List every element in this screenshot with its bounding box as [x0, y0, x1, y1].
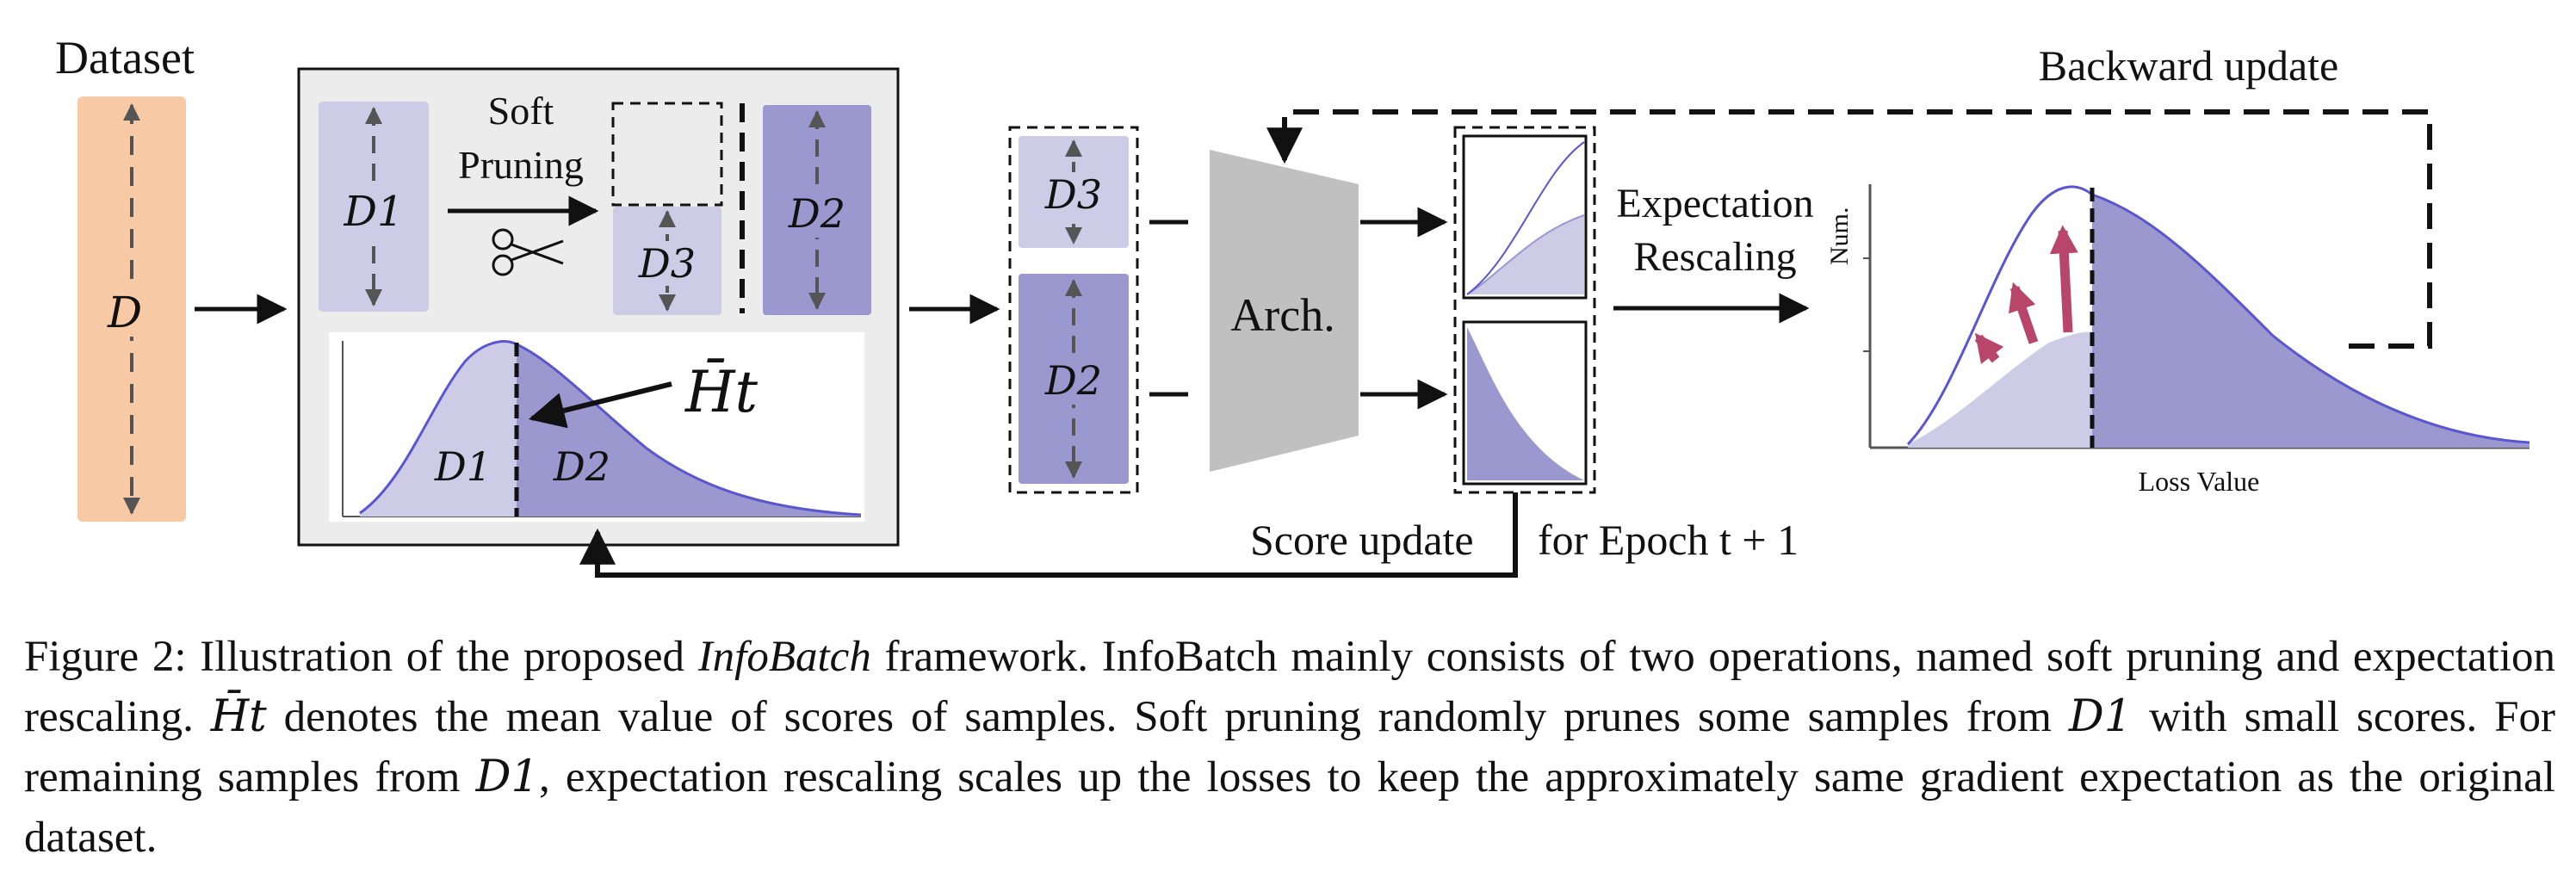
epoch-label: for Epoch t + 1	[1538, 516, 1799, 564]
caption-d1-symbol: D1	[2068, 691, 2133, 742]
score-update-arrow	[579, 492, 1518, 578]
figure-number: Figure 2:	[24, 633, 187, 681]
model-architecture	[1210, 150, 1359, 472]
d3-label: D3	[638, 240, 696, 287]
expectation-label-line2: Rescaling	[1633, 234, 1796, 280]
batch-d3-label: D3	[1044, 171, 1102, 218]
plot-d2-label: D2	[553, 443, 610, 490]
caption-text-2: framework. InfoBatch mainly consists of …	[24, 633, 2555, 741]
d2-region	[517, 344, 861, 517]
caption-mean-symbol: H̄t	[210, 691, 267, 742]
expectation-label-line1: Expectation	[1616, 181, 1813, 226]
arch-label: Arch.	[1230, 289, 1334, 341]
loss-plot-container	[1453, 126, 1596, 494]
rescale-arrow-3	[2049, 225, 2078, 333]
backward-update-label: Backward update	[2039, 41, 2338, 90]
dataset-symbol: D	[107, 288, 142, 337]
caption-text-3: denotes the mean value of scores of samp…	[266, 693, 2069, 741]
x-axis-label: Loss Value	[2139, 466, 2260, 497]
soft-pruning-label-line2: Pruning	[458, 143, 584, 187]
rescale-arrow-1	[1974, 332, 2004, 364]
caption-text-5: , expectation rescaling scales up the lo…	[24, 753, 2555, 862]
caption-text-4: with small scores. For remaining samples…	[24, 693, 2555, 801]
caption-d1-symbol-2: D1	[475, 752, 539, 802]
figure-caption: Figure 2: Illustration of the proposed I…	[24, 627, 2555, 868]
rescaled-d1-region	[1908, 331, 2092, 448]
soft-pruning-label-line1: Soft	[488, 89, 554, 133]
score-curve	[359, 340, 862, 517]
rescale-arrow-2	[2008, 282, 2039, 344]
batch-container	[1008, 126, 1139, 494]
y-axis-label: Num.	[1825, 207, 1854, 266]
scissors-icon	[492, 228, 564, 276]
infobatch-diagram: Dataset D D1 Soft Pruning D3 D2 D1 D2 H̄…	[55, 32, 2530, 578]
framework-name: InfoBatch	[697, 633, 871, 681]
mean-score-symbol: H̄t	[684, 359, 759, 425]
plot-d1-label: D1	[434, 443, 492, 490]
dataset-label: Dataset	[55, 32, 195, 84]
d2-label: D2	[788, 190, 845, 237]
caption-text-1: Illustration of the proposed	[186, 633, 698, 681]
score-update-label: Score update	[1250, 516, 1474, 564]
backward-update-arrow	[1266, 109, 2432, 349]
mean-pointer-arrow	[528, 381, 672, 429]
rescaled-d2-region	[2092, 195, 2530, 448]
rescaled-curve	[1906, 185, 2530, 446]
batch-d2-label: D2	[1044, 357, 1102, 404]
d1-region	[360, 341, 517, 517]
pruned-empty-slot	[611, 102, 723, 207]
d1-label: D1	[343, 188, 403, 236]
